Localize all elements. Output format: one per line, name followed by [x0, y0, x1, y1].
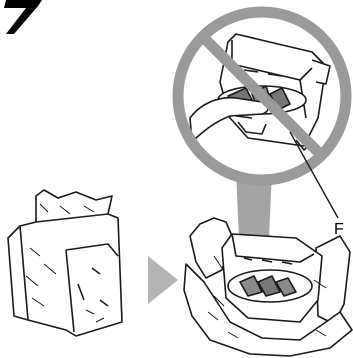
step-number [4, 0, 42, 34]
unwrapped-print-head-illustration [184, 218, 352, 356]
prohibition-sign-icon [178, 12, 346, 180]
callout-label-f: F [334, 221, 344, 238]
right-arrow-icon [148, 256, 178, 304]
protective-bag-illustration [8, 190, 122, 336]
